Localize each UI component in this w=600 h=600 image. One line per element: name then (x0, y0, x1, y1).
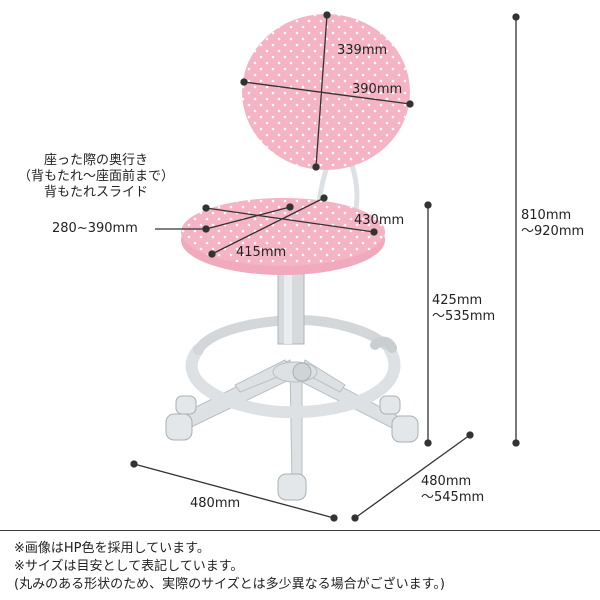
note-2: ※サイズは目安として表記しています。 (14, 559, 244, 574)
casters (165, 395, 419, 501)
note-3: (丸みのある形状のため、実際のサイズとは多少異なる場合がございます。) (14, 577, 445, 592)
chair-dimension-figure: 339mm 390mm 座った際の奥行き （背もたれ〜座面前まで） 背もたれスラ… (6, 11, 584, 522)
chair-illustration (130, 11, 520, 522)
base-depth-label: 480mm 〜545mm (421, 474, 484, 506)
seat-depth-label: 415mm (236, 245, 287, 260)
seat-depth-title: 座った際の奥行き （背もたれ〜座面前まで） 背もたれスライド (6, 153, 186, 201)
total-height-label: 810mm 〜920mm (521, 208, 584, 240)
base-width-label: 480mm (190, 496, 241, 511)
seat-cushion (181, 198, 385, 275)
divider (0, 530, 600, 531)
chair-base (179, 359, 406, 486)
seat-height-min: 425mm (432, 293, 483, 308)
seat-height-label: 425mm 〜535mm (432, 293, 495, 325)
seat-width-label: 430mm (354, 213, 405, 228)
seat-depth-title-line-1: 座った際の奥行き (43, 153, 148, 168)
total-height-max: 〜920mm (521, 224, 585, 239)
seat-depth-title-line-3: 背もたれスライド (43, 185, 148, 200)
dimension-lines (130, 11, 520, 522)
base-depth-min: 480mm (421, 474, 472, 489)
gas-column (277, 273, 305, 345)
backrest (242, 14, 410, 170)
note-1: ※画像はHP色を採用しています。 (14, 541, 210, 556)
seat-depth-title-line-2: （背もたれ〜座面前まで） (17, 169, 174, 184)
seat-height-max: 〜535mm (432, 309, 496, 324)
notes: ※画像はHP色を採用しています。 ※サイズは目安として表記しています。 (丸みの… (14, 540, 445, 594)
back-width-label: 390mm (352, 82, 403, 97)
back-height-label: 339mm (337, 43, 388, 58)
total-height-min: 810mm (521, 208, 572, 223)
base-depth-max: 〜545mm (421, 490, 485, 505)
seat-depth-range-label: 280~390mm (52, 221, 138, 236)
